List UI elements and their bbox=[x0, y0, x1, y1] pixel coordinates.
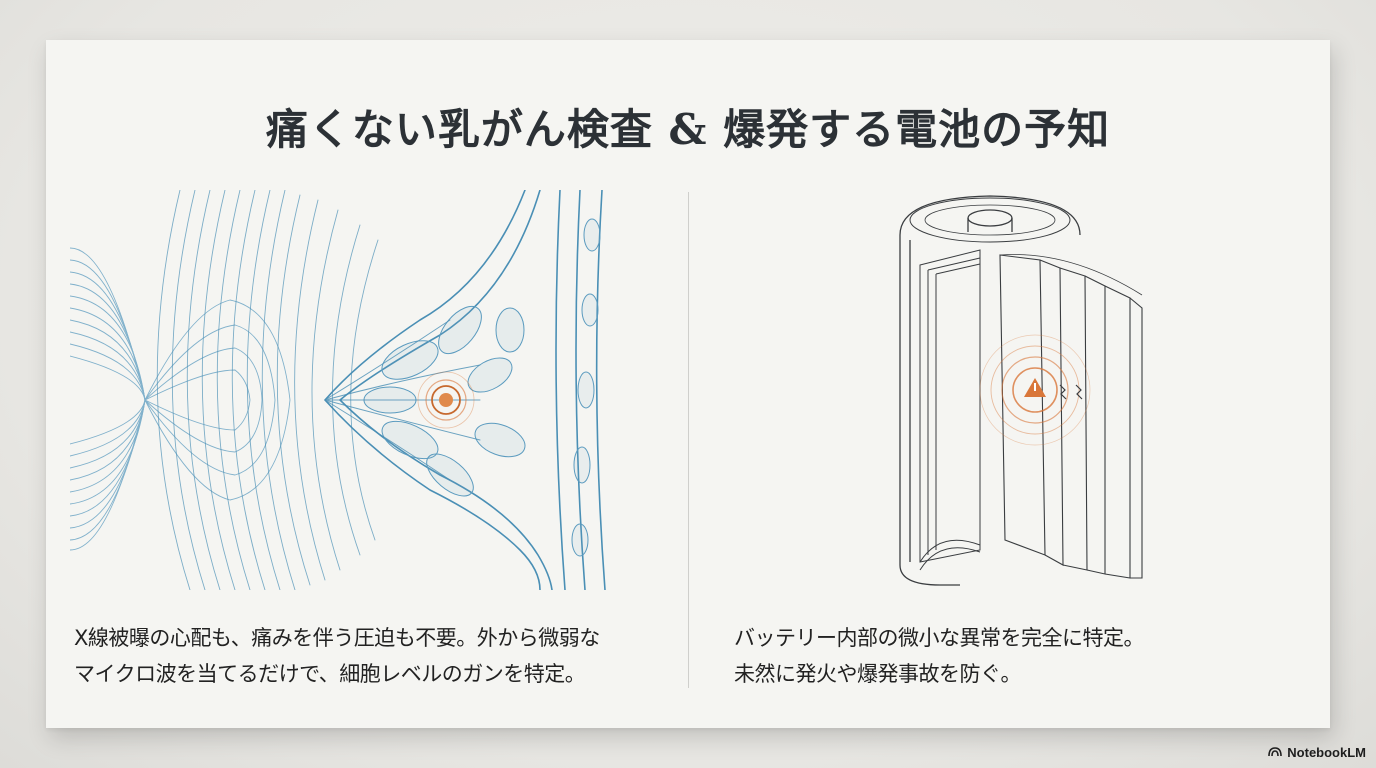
ducts bbox=[324, 319, 481, 481]
left-caption-line-1: X線被曝の心配も、痛みを伴う圧迫も不要。外から微弱な bbox=[74, 626, 600, 650]
left-caption: X線被曝の心配も、痛みを伴う圧迫も不要。外から微弱な マイクロ波を当てるだけで、… bbox=[74, 620, 674, 692]
propagating-wavefronts bbox=[156, 189, 379, 591]
right-caption: バッテリー内部の微小な異常を完全に特定。 未然に発火や爆発事故を防ぐ。 bbox=[734, 620, 1274, 692]
right-caption-line-2: 未然に発火や爆発事故を防ぐ。 bbox=[734, 662, 1022, 686]
slide-card: 痛くない乳がん検査 & 爆発する電池の予知 bbox=[46, 40, 1330, 728]
panel-divider bbox=[688, 192, 689, 688]
warning-pulse-icon bbox=[979, 334, 1091, 446]
microwave-emitter-waves bbox=[69, 247, 291, 551]
notebooklm-logo-icon bbox=[1268, 745, 1283, 760]
slide-title: 痛くない乳がん検査 & 爆発する電池の予知 bbox=[265, 105, 1111, 154]
battery-rolled-sheets bbox=[999, 254, 1143, 579]
watermark-label: NotebookLM bbox=[1287, 745, 1366, 760]
right-caption-line-1: バッテリー内部の微小な異常を完全に特定。 bbox=[734, 626, 1145, 650]
notebooklm-watermark: NotebookLM bbox=[1268, 745, 1366, 760]
breast-outline bbox=[323, 189, 606, 591]
tumor-target-icon bbox=[417, 371, 475, 429]
battery-casing bbox=[899, 195, 1081, 586]
battery-inner-layers bbox=[919, 249, 981, 571]
breast-scan-illustration bbox=[69, 189, 630, 591]
left-caption-line-2: マイクロ波を当てるだけで、細胞レベルのガンを特定。 bbox=[74, 662, 586, 686]
battery-cutaway-illustration bbox=[880, 190, 1160, 590]
ribs bbox=[571, 218, 601, 557]
lobules bbox=[363, 305, 526, 497]
